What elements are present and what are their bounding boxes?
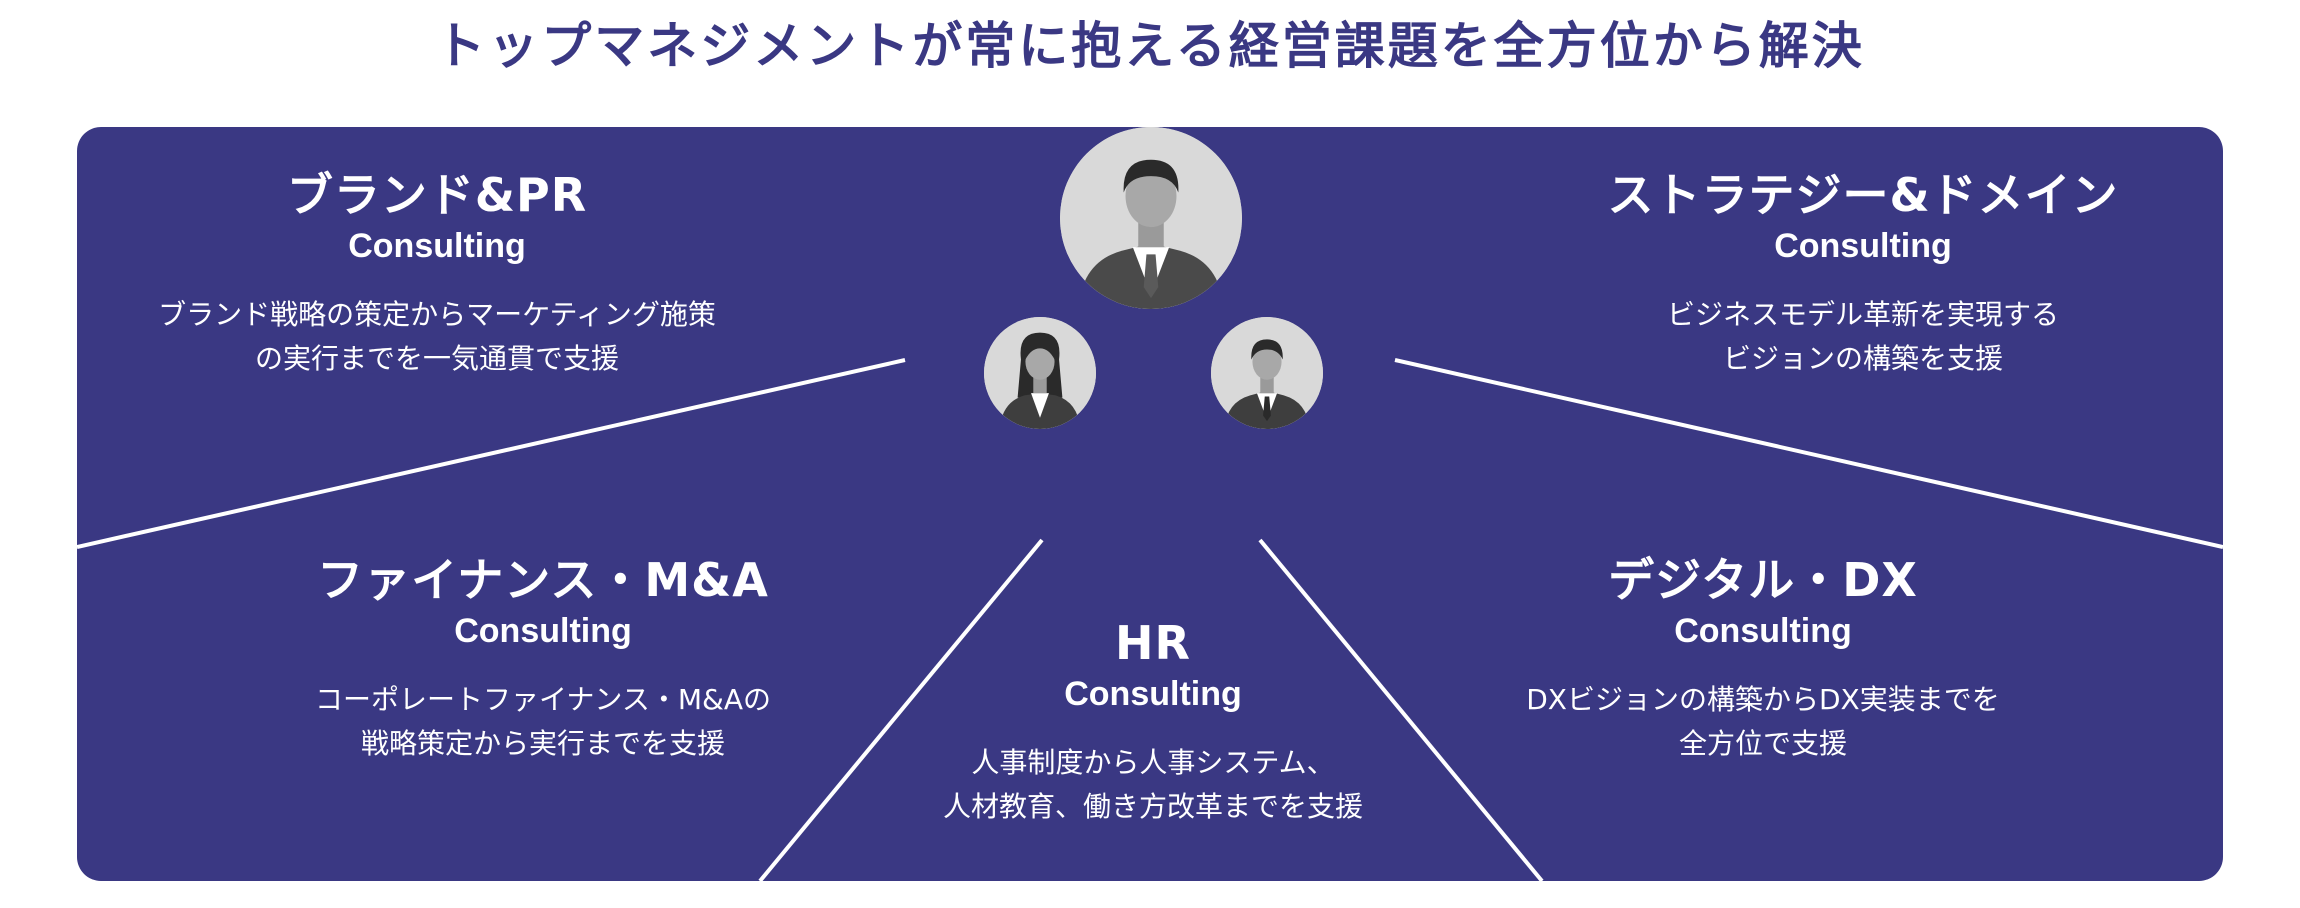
- section-description: コーポレートファイナンス・M&Aの 戦略策定から実行までを支援: [315, 678, 771, 766]
- divider-bottom-left: [758, 538, 1044, 881]
- description-line: 人材教育、働き方改革までを支援: [942, 790, 1364, 823]
- businessman-icon: [1060, 127, 1242, 309]
- section-brand-pr: ブランド&PR Consulting ブランド戦略の策定からマーケティング施策 …: [158, 167, 716, 381]
- section-subtitle: Consulting: [1064, 675, 1242, 713]
- divider-top-right: [1394, 358, 2223, 549]
- section-description: DXビジョンの構築からDX実装までを 全方位で支援: [1526, 678, 2000, 766]
- section-description: 人事制度から人事システム、 人材教育、働き方改革までを支援: [943, 741, 1363, 829]
- description-line: ブランド戦略の策定からマーケティング施策: [158, 298, 716, 331]
- description-line: ビジネスモデル革新を実現する: [1666, 298, 2059, 331]
- description-line: の実行までを一気通貫で支援: [254, 342, 620, 375]
- section-title: ストラテジー&ドメイン: [1607, 168, 2119, 222]
- description-line: DXビジョンの構築からDX実装までを: [1526, 683, 2000, 716]
- section-strategy-domain: ストラテジー&ドメイン Consulting ビジネスモデル革新を実現する ビジ…: [1607, 167, 2118, 381]
- description-line: コーポレートファイナンス・M&Aの: [314, 683, 772, 716]
- businesswoman-icon: [984, 317, 1096, 429]
- page-title: トップマネジメントが常に抱える経営課題を全方位から解決: [435, 17, 1865, 75]
- section-title: デジタル・DX: [1608, 553, 1918, 607]
- section-title: HR: [1115, 616, 1191, 670]
- businessman-icon: [1211, 317, 1323, 429]
- section-description: ブランド戦略の策定からマーケティング施策 の実行までを一気通貫で支援: [158, 293, 716, 381]
- section-title: ブランド&PR: [286, 168, 588, 222]
- section-subtitle: Consulting: [1674, 612, 1852, 650]
- divider-top-left: [77, 358, 906, 549]
- section-digital-dx: デジタル・DX Consulting DXビジョンの構築からDX実装までを 全方…: [1526, 552, 2000, 766]
- divider-bottom-right: [1258, 538, 1544, 881]
- section-subtitle: Consulting: [348, 227, 526, 265]
- consulting-panel: ブランド&PR Consulting ブランド戦略の策定からマーケティング施策 …: [77, 127, 2223, 881]
- section-subtitle: Consulting: [454, 612, 632, 650]
- description-line: ビジョンの構築を支援: [1722, 342, 2003, 375]
- section-description: ビジネスモデル革新を実現する ビジョンの構築を支援: [1607, 293, 2118, 381]
- section-finance-ma: ファイナンス・M&A Consulting コーポレートファイナンス・M&Aの …: [315, 552, 771, 766]
- section-dividers: [77, 358, 2223, 881]
- description-line: 人事制度から人事システム、: [971, 746, 1335, 779]
- section-hr: HR Consulting 人事制度から人事システム、 人材教育、働き方改革まで…: [943, 615, 1363, 829]
- section-subtitle: Consulting: [1774, 227, 1952, 265]
- description-line: 戦略策定から実行までを支援: [360, 727, 725, 760]
- section-title: ファイナンス・M&A: [317, 553, 769, 607]
- description-line: 全方位で支援: [1678, 727, 1847, 760]
